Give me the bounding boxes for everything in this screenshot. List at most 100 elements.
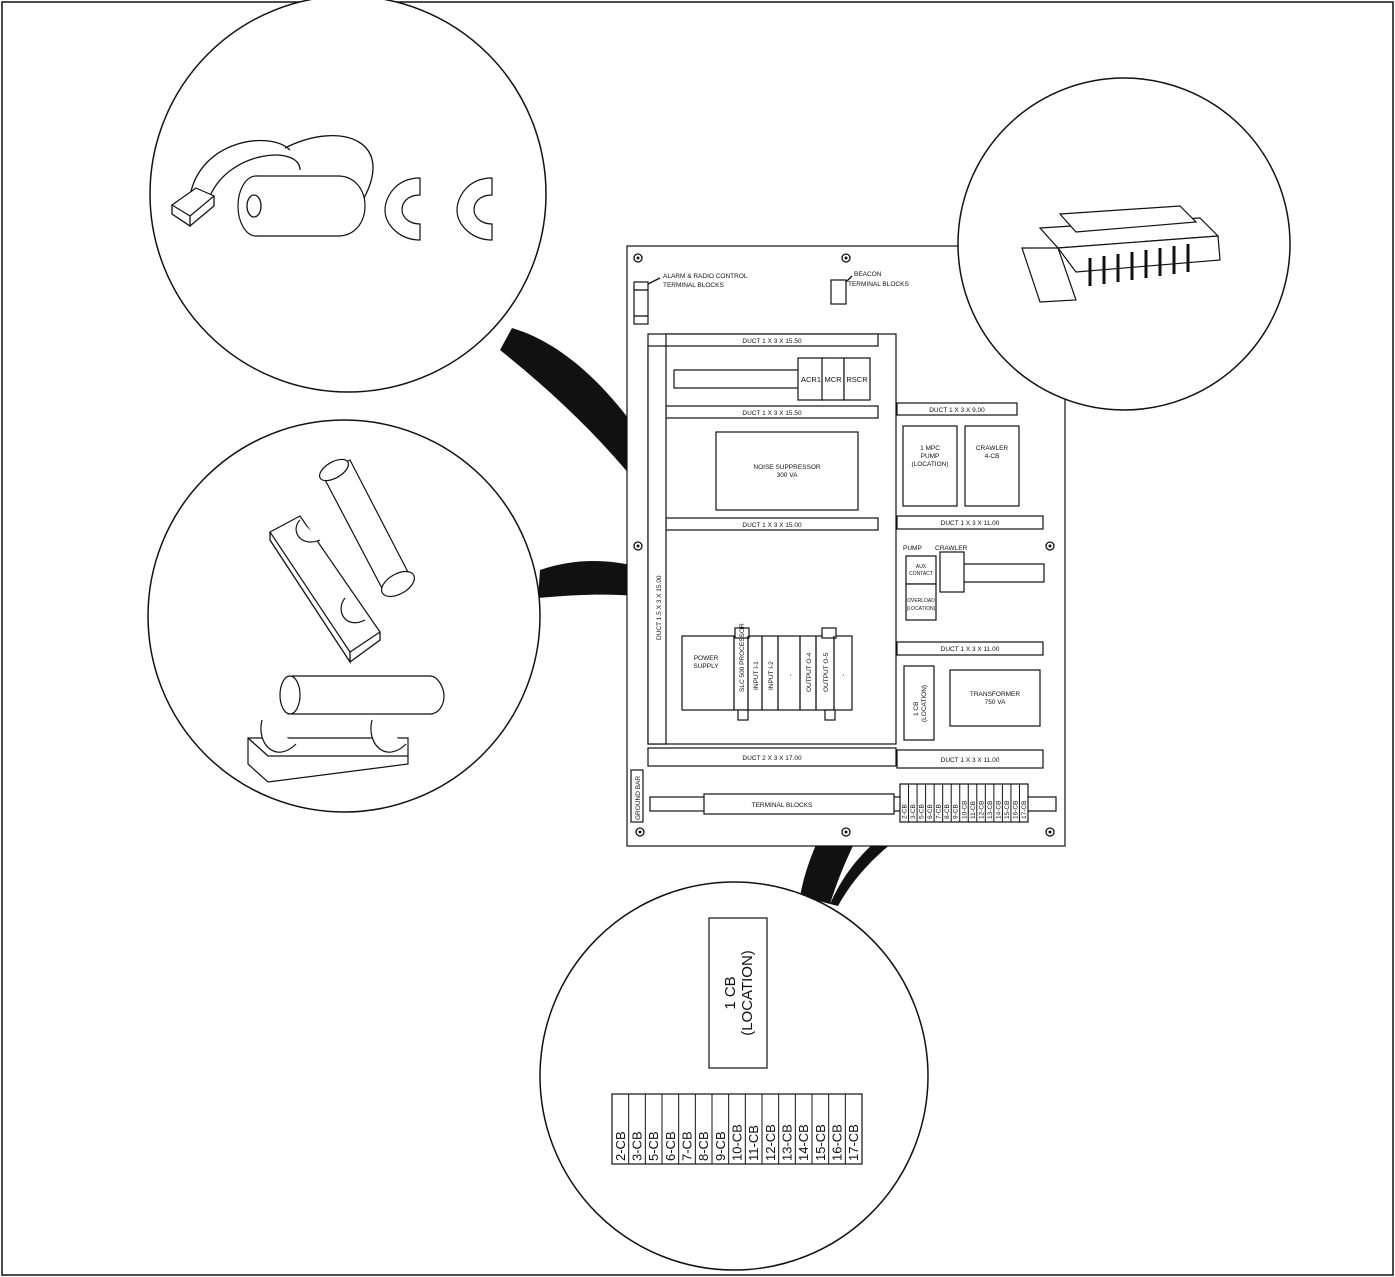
svg-text:OVERLOAD: OVERLOAD xyxy=(907,598,935,604)
svg-text:300 VA: 300 VA xyxy=(777,472,799,479)
aux-contact xyxy=(905,555,937,585)
cb-label: 9-CB xyxy=(953,804,960,819)
duct-right-1 xyxy=(896,402,1018,416)
cb-label: 9-CB xyxy=(713,1131,728,1161)
plc-processor: SLC 500 PROCESSOR xyxy=(739,623,746,692)
cb-label: 15-CB xyxy=(813,1124,828,1161)
cb-label: 10-CB xyxy=(730,1124,745,1161)
beacon-tb-label: BEACON xyxy=(854,271,882,278)
svg-text:-: - xyxy=(787,674,794,676)
power-supply: POWER xyxy=(694,655,719,662)
svg-text:-: - xyxy=(840,674,847,676)
cb-label: 17-CB xyxy=(846,1124,861,1161)
fuse-icon xyxy=(247,458,445,783)
cb-label: 17-CB xyxy=(1021,801,1028,819)
crawler-contactor xyxy=(939,551,965,593)
cb-label: 3-CB xyxy=(910,804,917,819)
svg-text:750 VA: 750 VA xyxy=(985,699,1007,706)
relay-acr1: ACR1 xyxy=(801,375,821,384)
cb-label: 2-CB xyxy=(613,1131,628,1161)
callout-cb1-box xyxy=(708,917,768,1069)
capacitor-icon xyxy=(170,135,493,241)
svg-text:DUCT 1 X 3 X 11.00: DUCT 1 X 3 X 11.00 xyxy=(941,757,1000,764)
cb-label: 13-CB xyxy=(987,801,994,819)
svg-text:CONTACT: CONTACT xyxy=(909,571,933,577)
alarm-tb-label: ALARM & RADIO CONTROL xyxy=(663,273,748,280)
cb-label: 7-CB xyxy=(680,1131,695,1161)
noise-suppressor xyxy=(715,431,859,511)
cb-label: 6-CB xyxy=(663,1131,678,1161)
cb-label: 16-CB xyxy=(1012,801,1019,819)
main-panel: ALARM & RADIO CONTROL TERMINAL BLOCKS BE… xyxy=(626,245,1066,847)
svg-text:CRAWLER: CRAWLER xyxy=(976,445,1009,452)
cb-strip xyxy=(899,783,1029,823)
svg-text:1 CB: 1 CB xyxy=(913,702,920,716)
svg-text:TERMINAL BLOCKS: TERMINAL BLOCKS xyxy=(848,281,909,288)
svg-text:INPUT I-1: INPUT I-1 xyxy=(753,661,760,690)
duct-top-1 xyxy=(665,333,879,347)
svg-text:DUCT 1.5 X 3 X 15.00: DUCT 1.5 X 3 X 15.00 xyxy=(656,575,663,640)
svg-text:(LOCATION): (LOCATION) xyxy=(907,606,936,612)
svg-text:OUTPUT O-4: OUTPUT O-4 xyxy=(806,652,813,692)
ic-chip-socket-icon xyxy=(1021,205,1221,303)
cb-label: 7-CB xyxy=(936,804,943,819)
svg-text:SUPPLY: SUPPLY xyxy=(693,663,719,670)
svg-text:PUMP: PUMP xyxy=(903,545,922,552)
relay-mcr: MCR xyxy=(824,375,842,384)
duct-right-2 xyxy=(896,515,1044,530)
svg-text:GROUND BAR: GROUND BAR xyxy=(635,776,642,820)
svg-text:1 MPC: 1 MPC xyxy=(920,445,940,452)
svg-text:DUCT 1 X 3 X 11.00: DUCT 1 X 3 X 11.00 xyxy=(941,520,1000,527)
beacon-terminal-block xyxy=(830,279,847,305)
ground-bar xyxy=(630,769,644,823)
cb-label: 8-CB xyxy=(696,1131,711,1161)
din-rail xyxy=(673,369,801,389)
pump-contactor xyxy=(902,425,958,507)
callout-ic-socket xyxy=(957,77,1291,411)
cb-label: 11-CB xyxy=(746,1125,761,1161)
cb-label: 12-CB xyxy=(763,1124,778,1161)
cb-label: 2-CB xyxy=(902,804,909,819)
cb-label: 15-CB xyxy=(1004,801,1011,819)
svg-text:4-CB: 4-CB xyxy=(985,453,1000,460)
cb1-location xyxy=(903,665,935,741)
svg-text:INPUT I-2: INPUT I-2 xyxy=(768,661,775,690)
callout-cb1-label: 1 CB xyxy=(722,976,739,1009)
svg-text:(LOCATION): (LOCATION) xyxy=(739,950,756,1036)
cb-label: 13-CB xyxy=(780,1124,795,1161)
cb-label: 14-CB xyxy=(796,1124,811,1161)
duct-right-4 xyxy=(896,749,1044,769)
cb-label: 3-CB xyxy=(630,1131,645,1161)
svg-text:PUMP: PUMP xyxy=(921,453,940,460)
cb-label: 16-CB xyxy=(830,1124,845,1161)
din-rail-right xyxy=(959,563,1045,583)
svg-text:DUCT 2 X 3 X 17.00: DUCT 2 X 3 X 17.00 xyxy=(742,755,802,762)
cb-label: 6-CB xyxy=(927,804,934,819)
svg-text:DUCT 1 X 3 X 15.50: DUCT 1 X 3 X 15.50 xyxy=(742,338,802,345)
callout-capacitor xyxy=(149,0,547,393)
alarm-terminal-block xyxy=(633,281,649,325)
svg-text:TERMINAL BLOCKS: TERMINAL BLOCKS xyxy=(663,282,724,289)
duct-bottom xyxy=(647,747,897,767)
svg-text:NOISE SUPPRESSOR: NOISE SUPPRESSOR xyxy=(753,464,820,471)
plc-rack xyxy=(681,635,853,711)
svg-text:AUX: AUX xyxy=(916,564,927,570)
transformer xyxy=(949,669,1041,727)
svg-text:CRAWLER: CRAWLER xyxy=(935,545,968,552)
svg-text:DUCT 1 X 3 X 11.00: DUCT 1 X 3 X 11.00 xyxy=(941,646,1000,653)
cb-label: 10-CB xyxy=(961,801,968,819)
relay-rscr: RSCR xyxy=(846,375,868,384)
duct-right-3 xyxy=(896,641,1044,656)
svg-text:OUTPUT O-5: OUTPUT O-5 xyxy=(823,652,830,692)
cb-label: 5-CB xyxy=(919,804,926,819)
overload xyxy=(905,583,937,621)
svg-text:DUCT 1 X 3 X 15.50: DUCT 1 X 3 X 15.50 xyxy=(742,410,802,417)
duct-left xyxy=(647,345,667,745)
svg-text:DUCT 1 X 3 X 15.00: DUCT 1 X 3 X 15.00 xyxy=(742,522,802,529)
